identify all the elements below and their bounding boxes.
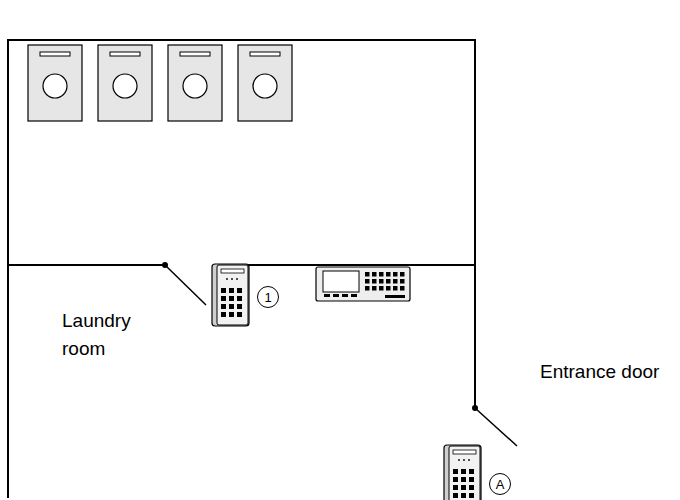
detergent-slot [40, 52, 70, 56]
reader-key [237, 288, 242, 293]
controller-key [372, 286, 377, 291]
controller-key [393, 279, 398, 284]
reader-led [236, 278, 238, 280]
reader-key [453, 485, 458, 490]
reader-key [229, 288, 234, 293]
reader-face [217, 265, 248, 325]
controller-key [379, 272, 384, 277]
washing-machine [238, 45, 292, 121]
reader-key [469, 493, 474, 498]
access-controller [316, 267, 410, 301]
washing-machines [28, 45, 292, 121]
reader-key [221, 304, 226, 309]
detergent-slot [250, 52, 280, 56]
reader-slot [221, 269, 244, 273]
reader-key [237, 296, 242, 301]
controller-key [372, 279, 377, 284]
reader-key [237, 304, 242, 309]
detergent-slot [180, 52, 210, 56]
controller-key [365, 279, 370, 284]
washer-door [183, 74, 207, 98]
controller-button [342, 294, 348, 297]
reader-key [221, 296, 226, 301]
controller-key [379, 279, 384, 284]
washer-door [43, 74, 67, 98]
room-label: Laundry room [62, 307, 142, 363]
reader-key [453, 477, 458, 482]
callout-number: 1 [264, 291, 271, 304]
door-hinge [472, 405, 478, 411]
reader-key [469, 485, 474, 490]
controller-key [386, 272, 391, 277]
washing-machine [28, 45, 82, 121]
controller-button [351, 294, 357, 297]
controller-brand [385, 295, 405, 298]
reader-led [463, 459, 465, 461]
controller-key [386, 279, 391, 284]
reader-key [229, 304, 234, 309]
controller-key [393, 286, 398, 291]
washer-door [113, 74, 137, 98]
reader-key [461, 493, 466, 498]
reader-key [461, 485, 466, 490]
card-reader [212, 264, 249, 326]
reader-body [444, 445, 481, 500]
reader-key [453, 493, 458, 498]
reader-key [229, 296, 234, 301]
controller-key [400, 272, 405, 277]
reader-key [221, 288, 226, 293]
callout-circle: A [489, 473, 511, 495]
reader-key [461, 477, 466, 482]
reader-key [229, 312, 234, 317]
washing-machine [168, 45, 222, 121]
detergent-slot [110, 52, 140, 56]
controller-body [316, 267, 410, 301]
controller-key [379, 286, 384, 291]
controller-key [365, 272, 370, 277]
controller-key [393, 272, 398, 277]
controller-screen [323, 271, 359, 292]
reader-slot [453, 450, 476, 454]
controller-key [365, 286, 370, 291]
controller-key [386, 286, 391, 291]
door-hinge [162, 262, 168, 268]
washer-door [253, 74, 277, 98]
reader-key [221, 312, 226, 317]
controller-button [333, 294, 339, 297]
reader-key [453, 469, 458, 474]
walls [8, 39, 517, 498]
door-label: Entrance door [540, 358, 659, 386]
washing-machine [98, 45, 152, 121]
reader-led [231, 278, 233, 280]
reader-key [237, 312, 242, 317]
reader-led [226, 278, 228, 280]
reader-face [449, 446, 480, 500]
controller-key [400, 286, 405, 291]
controller-button [324, 294, 330, 297]
controller-key [400, 279, 405, 284]
reader-led [468, 459, 470, 461]
reader-led [458, 459, 460, 461]
reader-key [469, 477, 474, 482]
reader-body [212, 264, 249, 326]
callout-number: A [496, 478, 505, 491]
reader-key [469, 469, 474, 474]
controller-key [372, 272, 377, 277]
reader-key [461, 469, 466, 474]
card-reader [444, 445, 481, 500]
callout-circle: 1 [257, 286, 279, 308]
